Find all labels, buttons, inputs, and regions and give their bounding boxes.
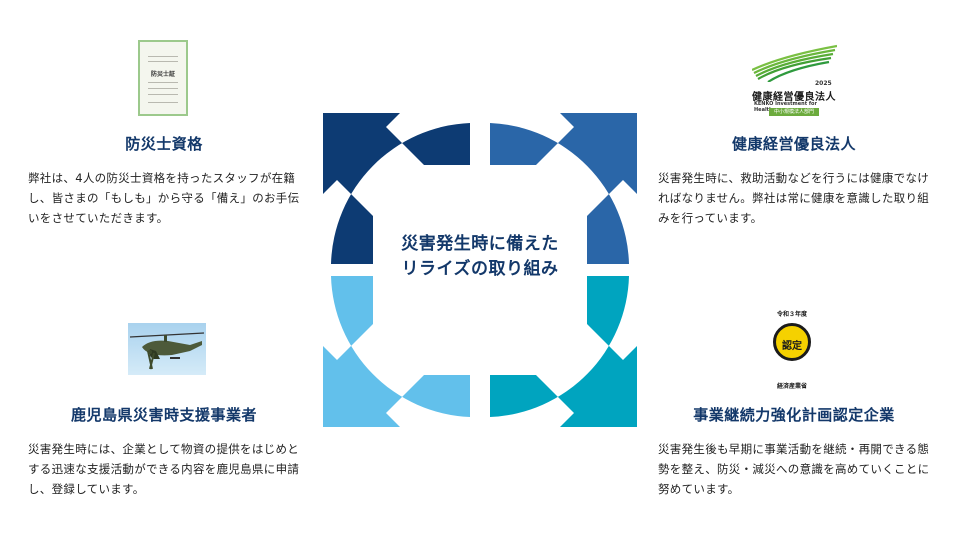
certificate-line	[148, 94, 178, 95]
wave-stripes-icon	[751, 44, 838, 83]
health-logo-year: 2025	[815, 80, 832, 87]
center-title-line2: リライズの取り組み	[401, 259, 559, 279]
certificate-line	[148, 61, 178, 62]
quadrant-body: 弊社は、4人の防災士資格を持ったスタッフが在籍し、皆さまの「もしも」から守る「備…	[28, 171, 300, 225]
quadrant-title: 健康経営優良法人	[731, 135, 856, 153]
certificate-line	[148, 88, 178, 89]
certificate-line	[148, 56, 178, 57]
quadrant-body: 災害発生時に、救助活動などを行うには健康でなければなりません。弊社は常に健康を意…	[658, 171, 930, 225]
health-logo-subtitle: KENKO Investment for Health	[754, 101, 817, 113]
quadrant-top-right-arrow	[490, 113, 637, 264]
quadrant-top-left: 防災士資格 弊社は、4人の防災士資格を持ったスタッフが在籍し、皆さまの「もしも」…	[28, 133, 300, 228]
certified-badge: 令和３年度 認定 経済産業省	[762, 309, 822, 391]
helicopter-icon	[129, 332, 205, 370]
quadrant-title: 鹿児島県災害時支援事業者	[70, 406, 257, 424]
quadrant-bottom-left: 鹿児島県災害時支援事業者 災害発生時には、企業として物資の提供をはじめとする迅速…	[28, 404, 300, 499]
rescue-helicopter-photo	[128, 323, 206, 375]
quadrant-top-left-arrow	[323, 113, 470, 264]
quadrant-bottom-right-arrow	[490, 276, 637, 427]
certificate-title: 防災士証	[150, 71, 175, 78]
quadrant-bottom-left-arrow	[323, 276, 470, 427]
badge-top-text: 令和３年度	[776, 311, 807, 318]
quadrant-bottom-right: 事業継続力強化計画認定企業 災害発生後も早期に事業活動を継続・再開できる態勢を整…	[658, 404, 930, 499]
badge-bottom-text: 経済産業省	[776, 383, 807, 390]
health-logo-band: 中小規模法人部門	[769, 108, 819, 116]
quadrant-title: 事業継続力強化計画認定企業	[693, 406, 895, 424]
quadrant-body: 災害発生後も早期に事業活動を継続・再開できる態勢を整え、防災・減災への意識を高め…	[658, 442, 930, 496]
health-management-logo: 2025 健康経営優良法人 KENKO Investment for Healt…	[751, 42, 838, 118]
center-circle	[376, 166, 584, 374]
certificate-line	[148, 82, 178, 83]
certificate-image: 防災士証	[138, 40, 188, 116]
badge-center-text: 認定	[782, 341, 802, 352]
center-title-line1: 災害発生時に備えた	[401, 234, 559, 254]
quadrant-title: 防災士資格	[125, 135, 203, 153]
quadrant-top-right: 健康経営優良法人 災害発生時に、救助活動などを行うには健康でなければなりません。…	[658, 133, 930, 228]
center-title: 災害発生時に備えた リライズの取り組み	[370, 232, 590, 282]
certificate-line	[148, 102, 178, 103]
badge-circle: 認定	[773, 323, 811, 361]
health-logo-title: 健康経営優良法人	[752, 92, 836, 103]
quadrant-body: 災害発生時には、企業として物資の提供をはじめとする迅速な支援活動ができる内容を鹿…	[28, 442, 300, 496]
